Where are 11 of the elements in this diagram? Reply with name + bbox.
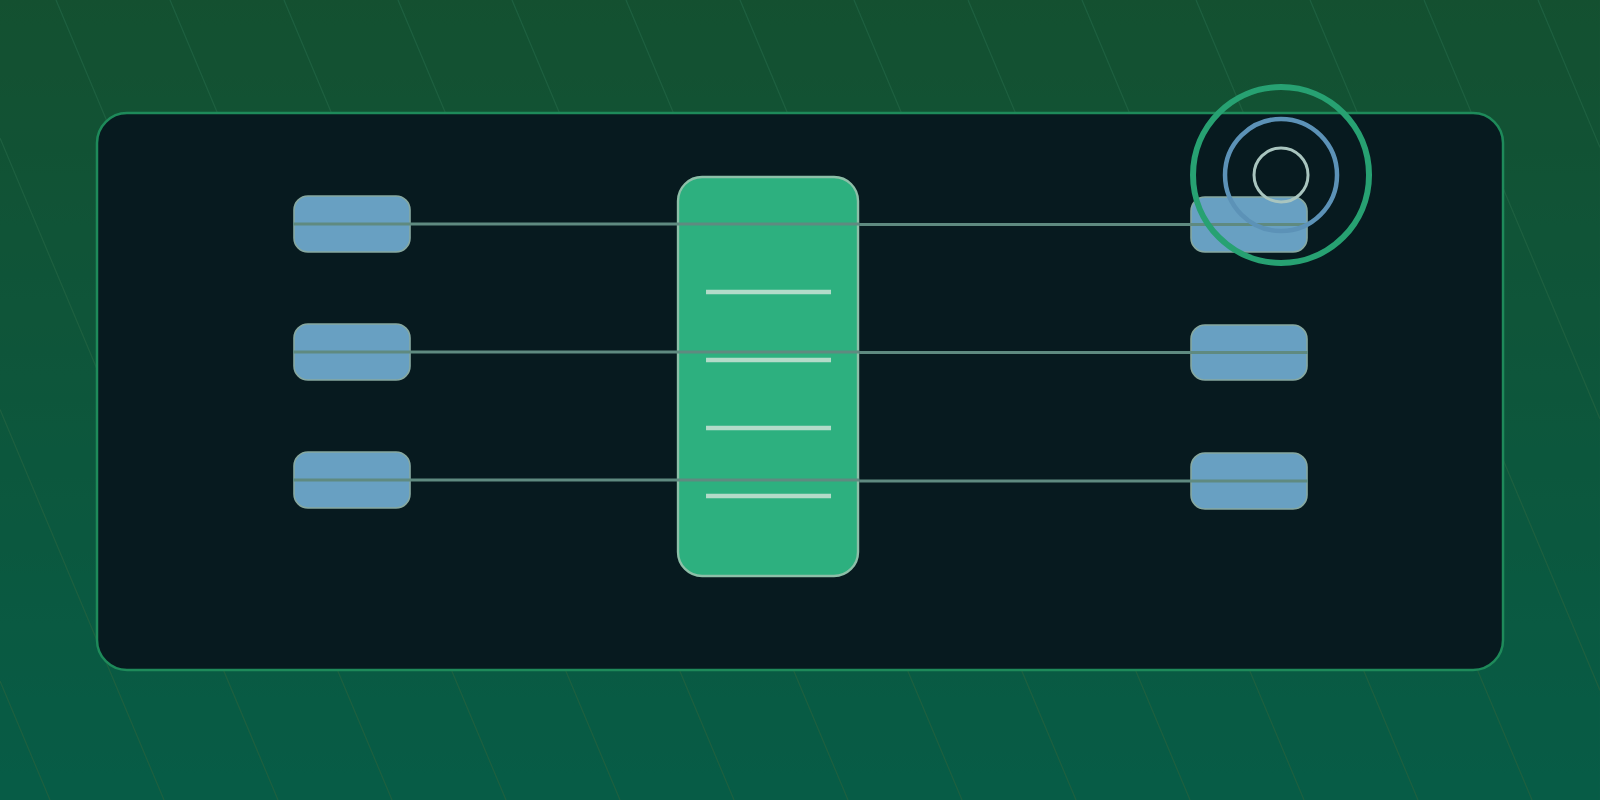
connector-line [293, 478, 860, 482]
connector-line [859, 479, 1308, 483]
tall-box [676, 175, 860, 578]
connector-line [293, 350, 860, 354]
connector-line [293, 222, 860, 226]
connector-line [859, 351, 1308, 354]
rounded-box [293, 451, 411, 509]
rounded-box [293, 323, 411, 381]
rounded-box [1190, 324, 1308, 381]
rounded-box [1190, 452, 1308, 510]
rounded-box [293, 195, 411, 253]
